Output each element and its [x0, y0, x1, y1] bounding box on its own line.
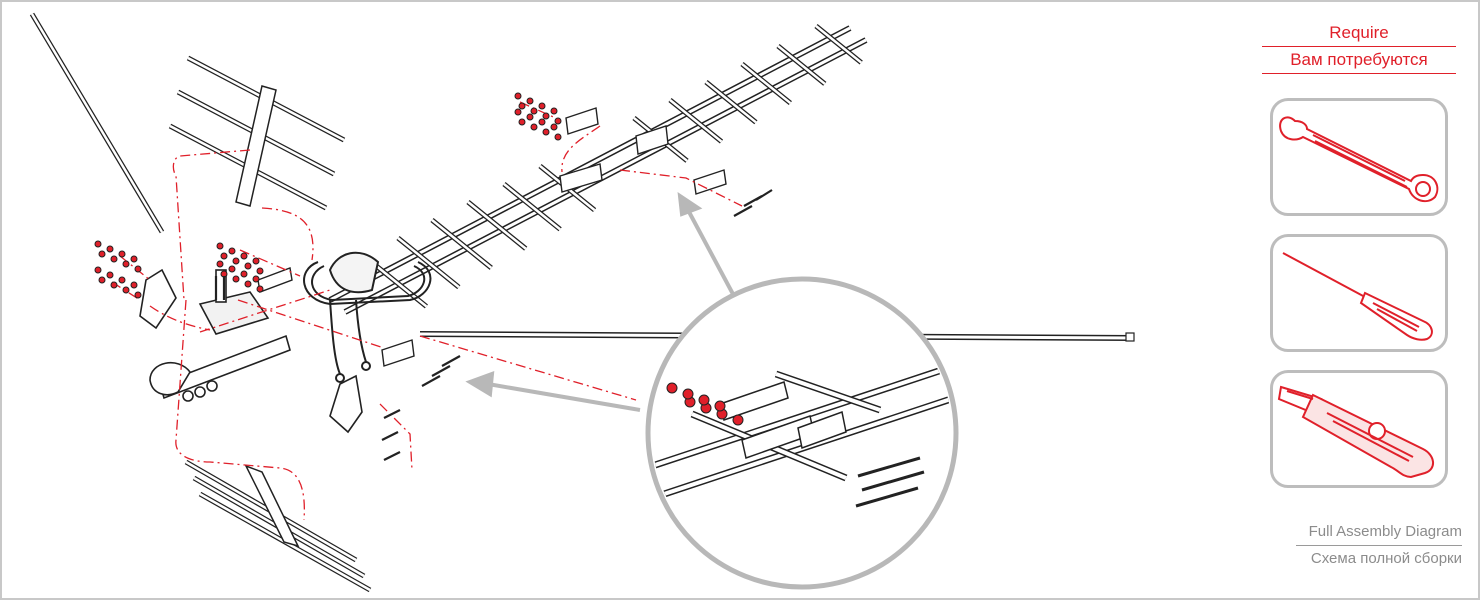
nut [98, 250, 106, 258]
nut [106, 271, 114, 279]
director-rod [815, 25, 863, 64]
nut [118, 250, 126, 258]
director-rod [431, 219, 493, 269]
nut [530, 107, 538, 115]
nut [122, 260, 130, 268]
nut [530, 123, 538, 131]
nut [94, 266, 102, 274]
nut [110, 281, 118, 289]
nut [256, 285, 264, 293]
require-panel: Require Вам потребуются [1256, 22, 1462, 76]
require-underline [1262, 73, 1456, 74]
nut [134, 291, 142, 299]
footer-caption: Full Assembly Diagram Схема полной сборк… [1296, 522, 1462, 569]
nut [118, 276, 126, 284]
mounting-plates [257, 107, 727, 367]
bolts [214, 189, 773, 461]
nut [518, 102, 526, 110]
antenna-assembly-diagram [29, 12, 1135, 593]
nut [518, 118, 526, 126]
nut [228, 247, 236, 255]
nut [228, 265, 236, 273]
nut [526, 97, 534, 105]
director-rod [777, 45, 826, 85]
nut [526, 113, 534, 121]
detail-magnifier [645, 276, 959, 590]
director-rod [467, 201, 527, 250]
nut [106, 245, 114, 253]
director-rod [397, 237, 460, 289]
dipole-loop [303, 251, 432, 383]
nut [252, 257, 260, 265]
callout-arrows [465, 191, 736, 412]
nut [216, 260, 224, 268]
nut [542, 112, 550, 120]
nuts-and-washers [94, 92, 562, 299]
nut [130, 281, 138, 289]
reflector-bottom [184, 459, 372, 593]
nut [554, 133, 562, 141]
utility-knife-icon [1277, 385, 1434, 479]
tool-card-screwdriver [1270, 234, 1448, 352]
require-title-ru: Вам потребуются [1290, 50, 1428, 69]
nut [698, 394, 710, 406]
nut [216, 242, 224, 250]
nut [220, 252, 228, 260]
assembly-guide-lines [111, 101, 743, 521]
nut [554, 117, 562, 125]
reflector-top [168, 55, 346, 211]
nut [244, 280, 252, 288]
nut [538, 118, 546, 126]
nut [110, 255, 118, 263]
director-rod [669, 99, 723, 143]
nut [682, 388, 694, 400]
nut [134, 265, 142, 273]
nut [550, 107, 558, 115]
tool-card-wrench [1270, 98, 1448, 216]
nut [256, 267, 264, 275]
mast-clamp [139, 268, 363, 434]
footer-title-en: Full Assembly Diagram [1308, 523, 1462, 540]
nut [232, 275, 240, 283]
director-rod [741, 63, 792, 105]
nut [94, 240, 102, 248]
require-title-en: Require [1329, 23, 1389, 42]
mast-rod [29, 12, 165, 234]
footer-divider [1296, 545, 1462, 546]
nut [240, 270, 248, 278]
nut [714, 400, 726, 412]
nut [252, 275, 260, 283]
nut [666, 382, 678, 394]
nut [542, 128, 550, 136]
nut [538, 102, 546, 110]
footer-title-ru: Схема полной сборки [1310, 550, 1462, 567]
tool-card-knife [1270, 370, 1448, 488]
nut [244, 262, 252, 270]
director-rod [705, 81, 757, 124]
nut [98, 276, 106, 284]
nut [732, 414, 744, 426]
nut [514, 108, 522, 116]
nut [122, 286, 130, 294]
nut [240, 252, 248, 260]
nut [514, 92, 522, 100]
nut [130, 255, 138, 263]
nut [550, 123, 558, 131]
nut [232, 257, 240, 265]
wrench-icon [1279, 116, 1439, 203]
director-rod [503, 183, 561, 231]
require-divider [1262, 46, 1456, 47]
screwdriver-icon [1282, 252, 1433, 341]
